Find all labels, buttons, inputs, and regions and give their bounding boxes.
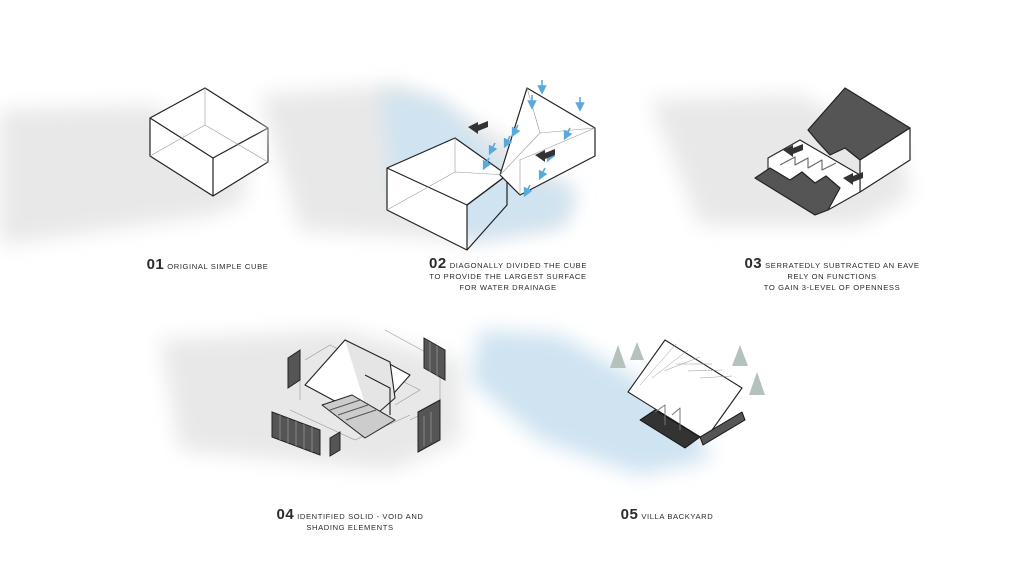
- eave-arrows: [783, 144, 863, 185]
- trees: [610, 342, 765, 395]
- caption-line: TO GAIN 3-LEVEL OF OPENNESS: [763, 283, 901, 292]
- lower-eave: [754, 167, 841, 216]
- caption-line: FOR WATER DRAINAGE: [459, 283, 557, 292]
- drainage-arrows-blue: [482, 80, 585, 198]
- step-04-diagram: [160, 329, 460, 470]
- step-number: 02: [429, 255, 447, 272]
- roof-slope: [807, 87, 911, 193]
- caption-line: VILLA BACKYARD: [641, 512, 714, 521]
- roof-block: [304, 339, 411, 421]
- step-number: 04: [276, 506, 295, 523]
- tree-icon: [749, 372, 765, 395]
- caption-line: TO PROVIDE THE LARGEST SURFACE: [429, 272, 587, 281]
- villa-base: [639, 404, 746, 449]
- backyard-shadow: [470, 330, 710, 475]
- step-03-diagram: [650, 87, 911, 225]
- caption-line: DIAGONALLY DIVIDED THE CUBE: [449, 261, 587, 270]
- step-02-diagram: [260, 80, 596, 251]
- tree-icon: [732, 345, 748, 366]
- step-number: 05: [620, 506, 639, 523]
- caption-line: SHADING ELEMENTS: [306, 523, 394, 532]
- caption-line: SERRATEDLY SUBTRACTED AN EAVE: [765, 261, 920, 270]
- caption-line: IDENTIFIED SOLID - VOID AND: [297, 512, 424, 521]
- tree-icon: [630, 342, 644, 360]
- floor-stair: [321, 394, 396, 439]
- step-number: 03: [744, 255, 763, 272]
- split-arrows-dark: [468, 121, 555, 162]
- caption-line: ORIGINAL SIMPLE CUBE: [167, 262, 269, 271]
- caption-line: RELY ON FUNCTIONS: [787, 272, 877, 281]
- panel-stripes: [279, 342, 438, 452]
- villa-roof: [627, 339, 743, 441]
- step-05-diagram: [470, 330, 765, 475]
- simple-cube: [149, 87, 269, 197]
- lower-wedge: [386, 137, 508, 251]
- step-number: 01: [146, 256, 165, 273]
- tree-icon: [610, 345, 626, 368]
- step-01-diagram: [0, 87, 269, 245]
